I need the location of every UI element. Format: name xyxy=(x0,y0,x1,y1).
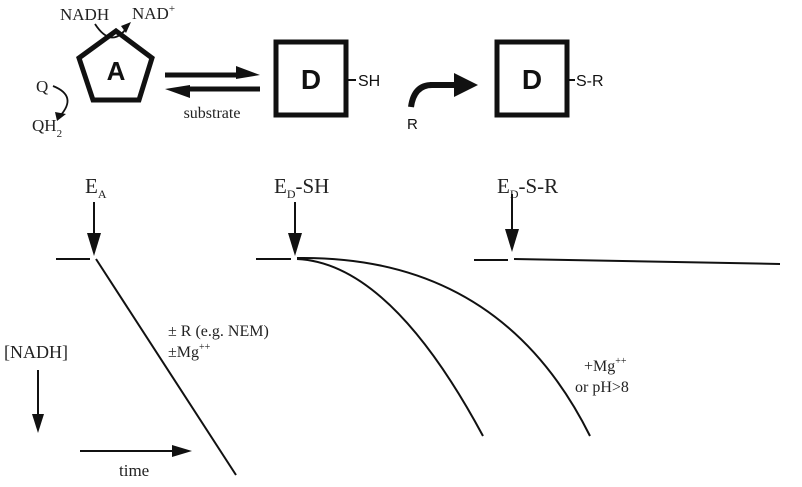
reagent-label: R xyxy=(407,116,418,133)
trace-ed-sh xyxy=(256,256,591,437)
nadh-arrowhead xyxy=(121,22,131,33)
deactive-form-node: D SH xyxy=(273,39,380,118)
modification-arrow: R xyxy=(407,73,478,133)
annotation-mg: ±Mg++ xyxy=(168,342,211,361)
q-label: Q xyxy=(36,77,48,96)
nadh-oxidation: NADH NAD+ xyxy=(60,3,175,39)
substrate-label: substrate xyxy=(184,105,241,122)
addition-arrow-ed-sh xyxy=(288,202,302,256)
trace-ed-sh-fast xyxy=(296,258,484,437)
modified-square xyxy=(494,39,570,118)
annotation-mg-ph-line1: +Mg++ xyxy=(584,356,627,375)
quinone-reduction: Q QH2 xyxy=(32,77,69,140)
modified-form-node: D S-R xyxy=(494,39,604,118)
trace-ed-sh-slow xyxy=(296,256,591,437)
trace-ea xyxy=(56,258,237,476)
modified-form-letter: D xyxy=(522,64,542,95)
x-axis: time xyxy=(80,445,192,480)
trace-label-ed-sr: ED-S-R xyxy=(497,174,558,201)
x-axis-label: time xyxy=(119,461,149,480)
active-form-letter: A xyxy=(107,56,126,86)
reverse-arrow-head xyxy=(165,85,190,98)
equilibrium-arrows: substrate xyxy=(165,66,260,122)
reagent-curve xyxy=(408,82,433,108)
y-axis-label: [NADH] xyxy=(4,342,68,362)
nadh-label: NADH xyxy=(60,5,109,24)
modification-arrow-head xyxy=(454,73,478,97)
trace-ed-sr xyxy=(474,258,781,265)
forward-arrow-head xyxy=(236,66,260,79)
deactive-square xyxy=(273,39,349,118)
q-arc xyxy=(52,85,69,117)
annotation-r: ± R (e.g. NEM) xyxy=(168,323,269,340)
annotation-mg-ph-line2: or pH>8 xyxy=(575,379,629,396)
sr-group-label: S-R xyxy=(576,73,604,90)
y-axis-arrow-head xyxy=(32,414,44,433)
x-axis-arrow-head xyxy=(172,445,192,457)
sh-group-label: SH xyxy=(358,73,380,90)
addition-arrow-ed-sr xyxy=(505,194,519,252)
trace-ea-decline xyxy=(95,258,237,476)
active-form-node: A xyxy=(76,27,155,103)
trace-label-ed-sh: ED-SH xyxy=(274,174,329,201)
trace-ed-sr-flat xyxy=(513,258,781,265)
y-axis: [NADH] xyxy=(4,342,68,433)
pentagon-shape xyxy=(76,27,155,103)
qh2-label: QH2 xyxy=(32,116,62,140)
trace-label-ea: EA xyxy=(85,174,107,201)
addition-arrow-ea xyxy=(87,202,101,256)
q-arrowhead xyxy=(55,112,66,121)
nad-label: NAD+ xyxy=(132,3,175,23)
deactive-form-letter: D xyxy=(301,64,321,95)
